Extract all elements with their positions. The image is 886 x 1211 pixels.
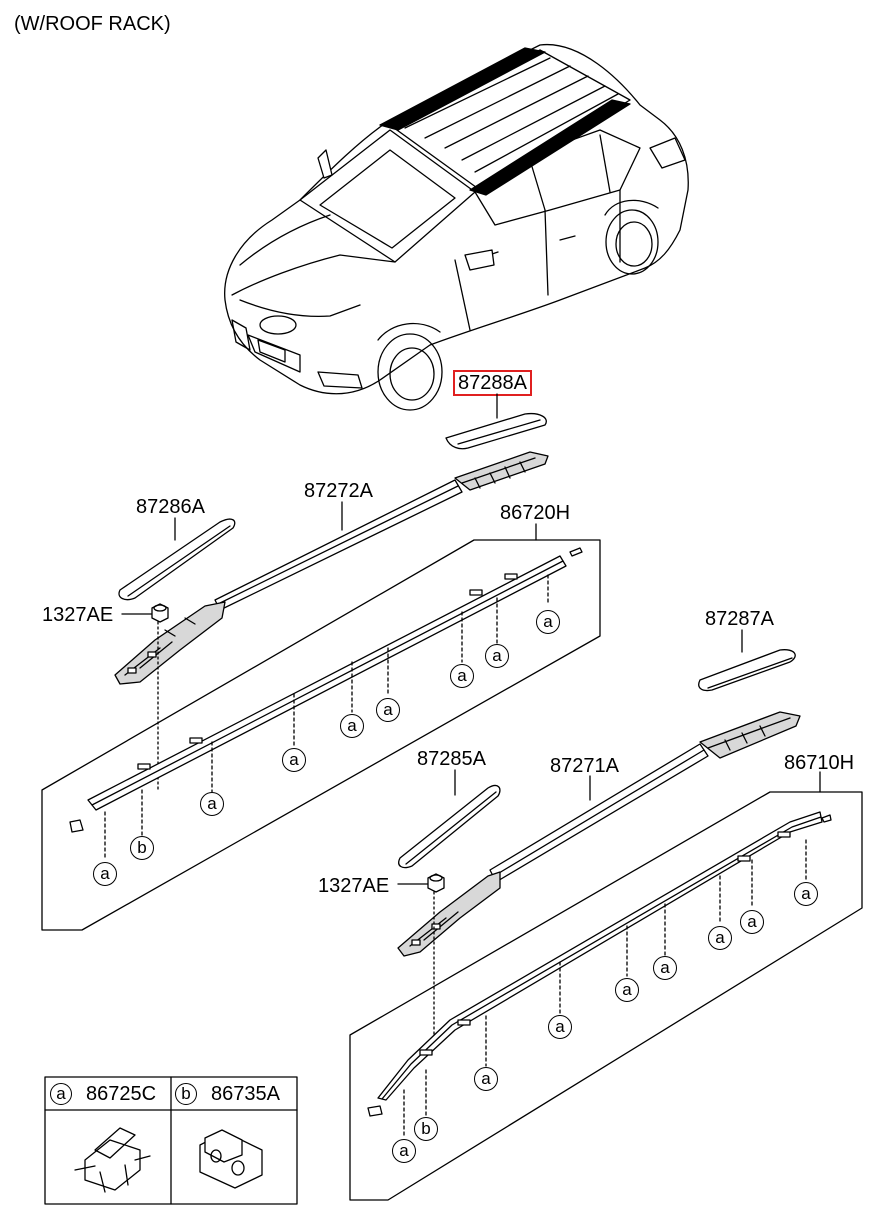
part-label-86720H[interactable]: 86720H: [500, 502, 571, 524]
callout-a-circle: a: [200, 792, 224, 816]
part-87272A-shape[interactable]: [114, 451, 549, 685]
panel-86720H: [41, 523, 601, 931]
callouts-lower: [403, 839, 807, 1139]
callout-b-circle: b: [130, 836, 154, 860]
legend-box: [44, 1076, 298, 1205]
panel-86710H: [349, 771, 863, 1201]
callout-a-circle: a: [653, 956, 677, 980]
legend-part-86735A[interactable]: 86735A: [211, 1082, 280, 1105]
clip-a-illustration: [74, 1127, 151, 1193]
callout-a-circle: a: [450, 664, 474, 688]
callout-a-circle: a: [485, 644, 509, 668]
clip-b-illustration: [199, 1129, 263, 1189]
legend-part-86725C[interactable]: 86725C: [86, 1082, 157, 1105]
part-1327AE-lower-shape[interactable]: [397, 873, 445, 1051]
callout-a-circle: a: [548, 1015, 572, 1039]
vehicle-illustration: [224, 44, 689, 411]
legend-key-b: b: [175, 1083, 197, 1105]
callout-a-circle: a: [740, 910, 764, 934]
part-label-87287A[interactable]: 87287A: [705, 608, 774, 630]
part-label-1327AE-lower[interactable]: 1327AE: [318, 875, 390, 897]
part-87286A-shape[interactable]: [118, 517, 236, 601]
part-87271A-shape[interactable]: [397, 711, 801, 957]
callout-a-circle: a: [536, 610, 560, 634]
callout-a-circle: a: [615, 978, 639, 1002]
callout-a-circle: a: [474, 1067, 498, 1091]
callout-a-circle: a: [93, 862, 117, 886]
callout-a-circle: a: [794, 882, 818, 906]
part-1327AE-upper-shape[interactable]: [121, 603, 169, 791]
callout-a-circle: a: [282, 748, 306, 772]
part-label-86710H[interactable]: 86710H: [784, 752, 855, 774]
part-label-87286A[interactable]: 87286A: [136, 496, 205, 518]
diagram-title: (W/ROOF RACK): [14, 13, 171, 35]
part-87288A-shape[interactable]: [445, 393, 547, 450]
part-87285A-shape[interactable]: [398, 769, 501, 869]
callouts-upper: [104, 574, 549, 861]
legend-item-a: a 86725C: [50, 1082, 156, 1106]
callout-a-circle: a: [376, 698, 400, 722]
part-label-87271A[interactable]: 87271A: [550, 755, 619, 777]
callout-a-circle: a: [340, 714, 364, 738]
part-label-87272A[interactable]: 87272A: [304, 480, 373, 502]
part-label-87288A[interactable]: 87288A: [453, 370, 532, 396]
part-87287A-shape[interactable]: [698, 629, 796, 692]
legend-item-b: b 86735A: [175, 1082, 280, 1106]
callout-a-circle: a: [392, 1139, 416, 1163]
part-label-1327AE-upper[interactable]: 1327AE: [42, 604, 114, 626]
callout-b-circle: b: [414, 1117, 438, 1141]
callout-a-circle: a: [708, 926, 732, 950]
legend-key-a: a: [50, 1083, 72, 1105]
part-label-87285A[interactable]: 87285A: [417, 748, 486, 770]
